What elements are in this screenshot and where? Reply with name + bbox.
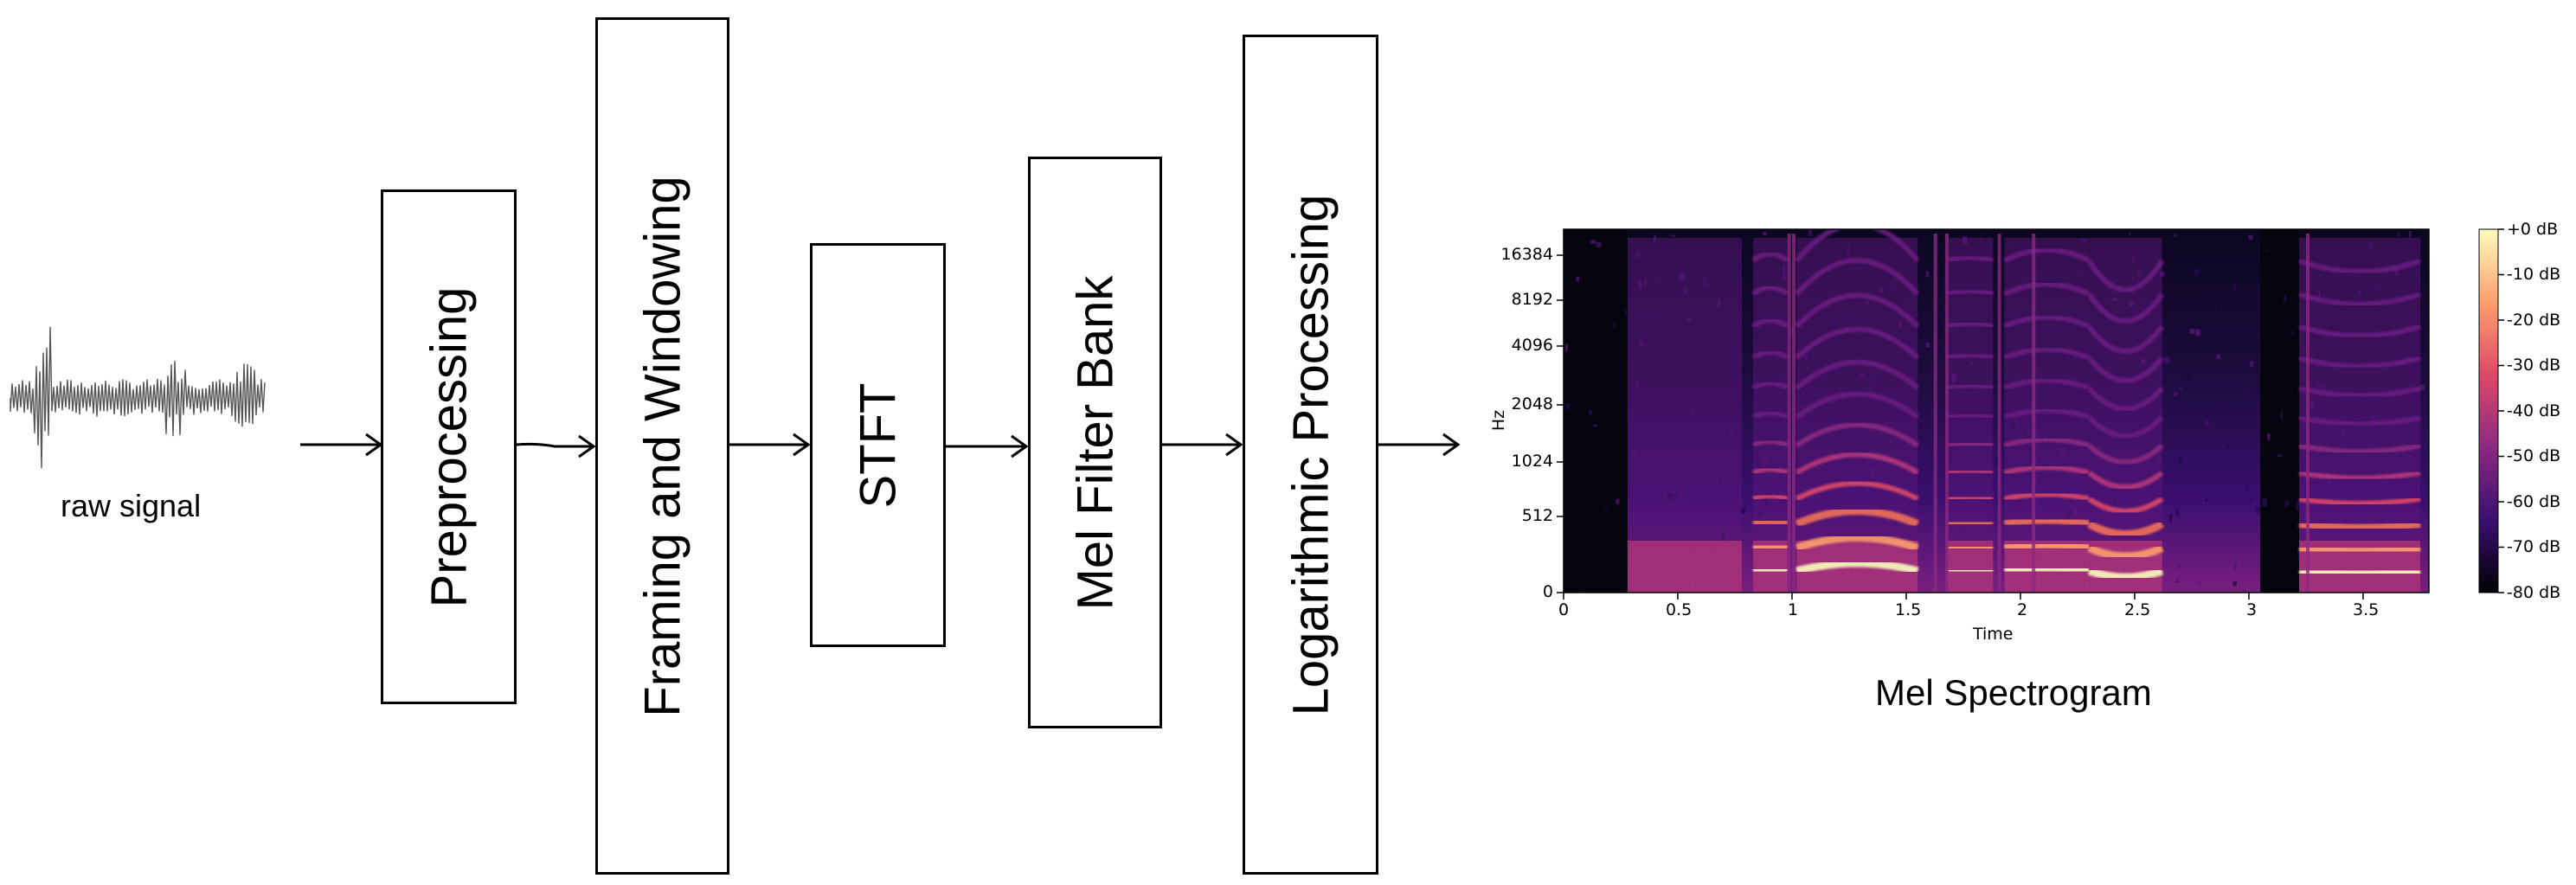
raw-signal-label: raw signal: [61, 488, 202, 523]
waveform-icon: [10, 326, 266, 469]
arrow-log-to-spectrogram: [1378, 433, 1461, 457]
spectrogram-image: [1564, 229, 2428, 593]
preprocessing-label: Preprocessing: [421, 286, 477, 607]
preprocessing-box: Preprocessing: [381, 189, 517, 704]
mel-spectrogram-caption: Mel Spectrogram: [1875, 672, 2152, 713]
y-tick-label: 16384: [1500, 245, 1553, 264]
framing-windowing-box: Framing and Windowing: [595, 17, 729, 875]
arrow-framing-to-stft: [729, 433, 811, 457]
colorbar-tick-label: -10 dB: [2507, 265, 2561, 284]
colorbar-tick-label: +0 dB: [2507, 220, 2559, 239]
x-tick-label: 1.5: [1895, 600, 1922, 619]
stft-box: STFT: [810, 243, 946, 647]
arrow-stft-to-mel: [946, 434, 1029, 459]
colorbar-tick-label: -80 dB: [2507, 583, 2561, 602]
x-axis-ticks: [1563, 593, 2364, 600]
y-tick-label: 1024: [1511, 452, 1553, 471]
y-tick-label: 0: [1542, 582, 1553, 601]
colorbar-tick-label: -70 dB: [2507, 537, 2561, 556]
arrow-signal-to-preprocessing: [300, 433, 383, 457]
colorbar: [2478, 228, 2499, 593]
y-tick-label: 512: [1521, 506, 1553, 525]
colorbar-tick-label: -20 dB: [2507, 311, 2561, 330]
spectrogram-plot: [1557, 228, 2504, 600]
x-tick-label: 3: [2246, 600, 2258, 619]
y-tick-label: 2048: [1511, 394, 1553, 414]
y-tick-label: 8192: [1511, 290, 1553, 309]
x-axis-label: Time: [1973, 625, 2014, 644]
colorbar-tick-label: -50 dB: [2507, 446, 2561, 465]
x-tick-label: 0: [1558, 600, 1570, 619]
y-axis-label: Hz: [1489, 409, 1509, 432]
colorbar-tick-label: -30 dB: [2507, 356, 2561, 375]
x-tick-label: 2.5: [2124, 600, 2151, 619]
plot-frame: [1563, 228, 2430, 593]
mel-spectrogram: 16384 8192 4096 2048 1024 512 0 Hz 0 0.5…: [1471, 208, 2570, 727]
arrow-mel-to-log: [1162, 433, 1243, 457]
y-tick-label: 4096: [1511, 336, 1553, 355]
arrow-preprocessing-to-framing: [516, 434, 596, 459]
mel-filter-bank-box: Mel Filter Bank: [1028, 157, 1162, 728]
x-tick-label: 2: [2017, 600, 2028, 619]
logarithmic-processing-label: Logarithmic Processing: [1282, 194, 1339, 715]
colorbar-tick-label: -60 dB: [2507, 492, 2561, 511]
colorbar-tick-label: -40 dB: [2507, 401, 2561, 420]
x-tick-label: 0.5: [1666, 600, 1693, 619]
logarithmic-processing-box: Logarithmic Processing: [1243, 35, 1378, 875]
colorbar-ticks: [2498, 228, 2504, 593]
x-tick-label: 3.5: [2353, 600, 2380, 619]
framing-windowing-label: Framing and Windowing: [634, 175, 691, 717]
y-axis-ticks: [1557, 254, 1564, 593]
stft-label: STFT: [850, 382, 906, 508]
mel-filter-bank-label: Mel Filter Bank: [1067, 275, 1123, 610]
x-tick-label: 1: [1788, 600, 1799, 619]
